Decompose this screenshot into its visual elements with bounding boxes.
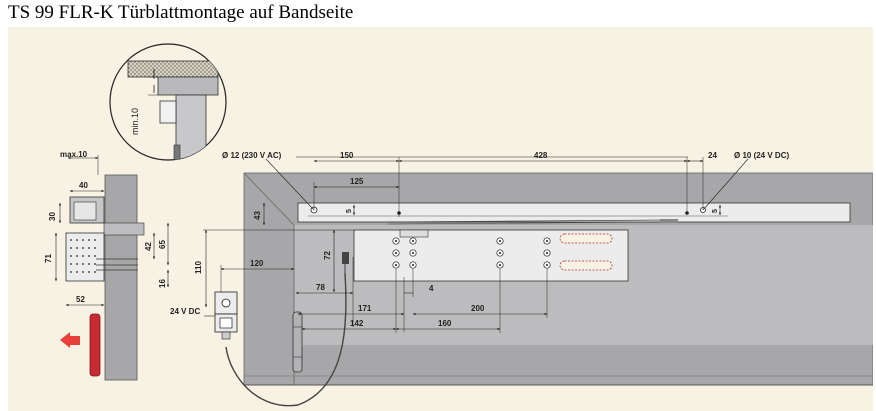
label-24vdc: 24 V DC (170, 307, 200, 316)
dim-71: 71 (44, 254, 53, 263)
dim-160: 160 (438, 319, 452, 328)
page-title: TS 99 FLR-K Türblattmontage auf Bandseit… (8, 2, 354, 23)
dim-16: 16 (158, 279, 167, 288)
dim-5a: 5 (346, 209, 353, 213)
dim-428: 428 (534, 151, 548, 160)
slide-rail (297, 202, 851, 223)
dim-5b: 5 (712, 209, 719, 213)
dim-52: 52 (76, 295, 85, 304)
dim-65: 65 (158, 240, 167, 249)
min10-label: min.10 (130, 108, 140, 135)
callout-230v: Ø 12 (230 V AC) (222, 151, 282, 160)
dim-78: 78 (316, 283, 325, 292)
dim-171: 171 (358, 304, 372, 313)
dim-110: 110 (194, 261, 203, 274)
dim-24: 24 (708, 151, 717, 160)
dim-4: 4 (429, 284, 434, 293)
door-handle (89, 313, 101, 377)
dim-142: 142 (350, 319, 364, 328)
technical-drawing: min.10 max.10 40 30 42 65 (8, 27, 873, 411)
detail-circle: min.10 (109, 43, 227, 161)
dim-40: 40 (79, 181, 88, 190)
dim-125: 125 (350, 177, 364, 186)
side-view: max.10 40 30 42 65 71 16 52 (44, 150, 170, 381)
dim-max10: max.10 (60, 150, 88, 159)
hinge (292, 311, 303, 373)
dim-72: 72 (323, 251, 332, 260)
callout-24v: Ø 10 (24 V DC) (734, 151, 789, 160)
dim-120: 120 (250, 259, 264, 268)
dim-30: 30 (48, 212, 57, 221)
dim-150: 150 (340, 151, 354, 160)
front-view: 150 428 125 24 5 5 Ø 12 (230 V AC) Ø 10 … (170, 151, 873, 407)
junction-box (214, 291, 238, 340)
arrow-left-icon (60, 332, 80, 348)
dim-42: 42 (144, 242, 153, 251)
dim-200: 200 (471, 304, 485, 313)
dim-43: 43 (253, 211, 262, 220)
